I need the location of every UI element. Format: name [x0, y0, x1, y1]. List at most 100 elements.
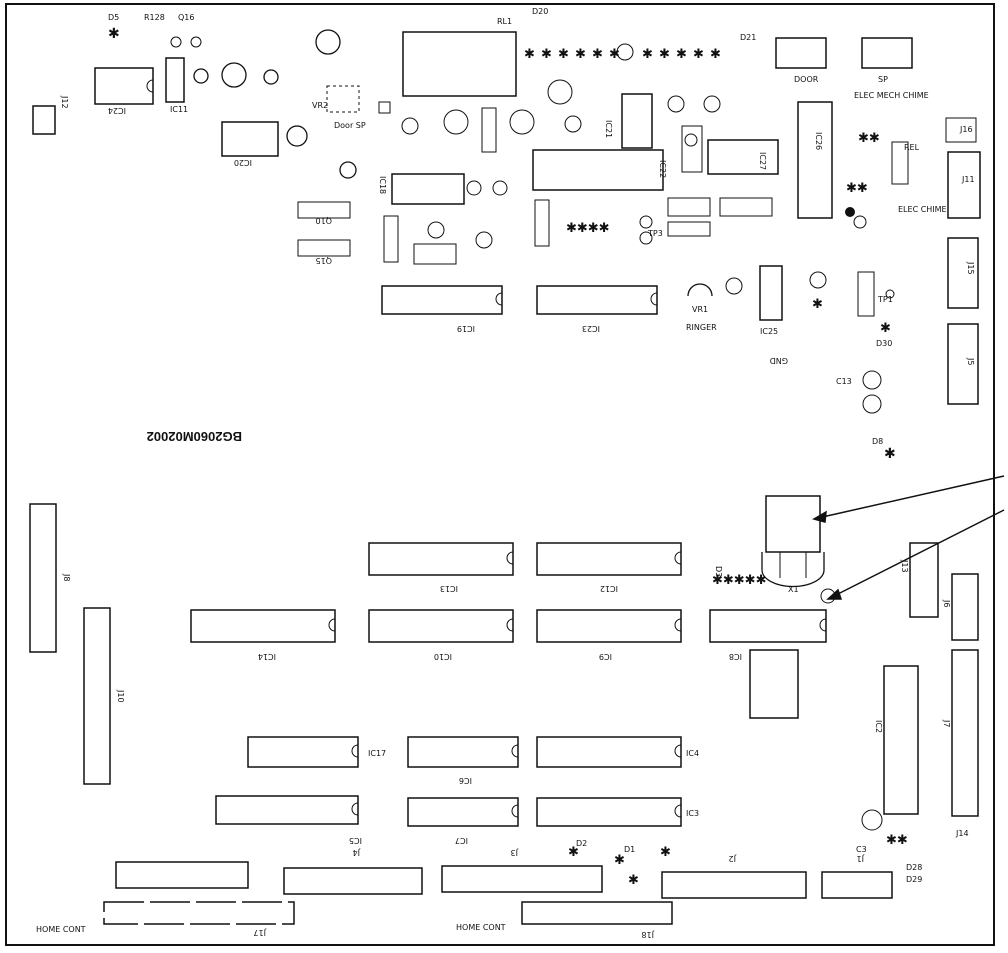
j13-label: J13 — [900, 559, 909, 573]
j6-label: J6 — [942, 599, 951, 607]
j10-label: J10 — [116, 689, 125, 703]
rel-label: REL — [904, 143, 920, 152]
ic13-label: IC13 — [440, 584, 458, 593]
rl1-relay: RL1 — [402, 17, 517, 97]
j2-connector: J2 — [661, 854, 807, 899]
ic20-label: IC20 — [234, 158, 252, 167]
ic8-label: IC8 — [729, 652, 742, 661]
door-label: DOOR — [794, 75, 819, 84]
j4-label: J4 — [353, 848, 361, 857]
q16-label: Q16 — [178, 13, 194, 22]
j3-connector: J3 — [441, 848, 603, 893]
j18-connector: J18 — [521, 901, 673, 939]
j18-label: J18 — [641, 930, 655, 939]
ic22-label: IC22 — [658, 160, 667, 178]
ringer-label: RINGER — [686, 323, 717, 332]
ic23-chip: IC23 — [536, 285, 658, 333]
ic8-chip: IC8 — [709, 609, 827, 661]
svg-text:✱✱: ✱✱ — [846, 181, 868, 196]
ic25-chip: IC25 — [759, 265, 783, 336]
vr1-label: VR1 — [692, 305, 708, 314]
d29-label: D29 — [906, 875, 922, 884]
ic21-label: IC21 — [604, 120, 613, 138]
j13-connector: J13 — [900, 542, 939, 618]
j8-connector: J8 — [29, 503, 71, 653]
ic13-chip: IC13 — [368, 542, 514, 593]
j7-connector: J7 — [942, 649, 979, 817]
j11-label: J11 — [961, 175, 975, 184]
ic19-chip: IC19 — [381, 285, 503, 333]
r128-label: R128 — [144, 13, 165, 22]
svg-text:✱✱✱✱✱: ✱✱✱✱✱ — [712, 573, 766, 588]
ic11-label: IC11 — [170, 105, 188, 114]
tp3-label: TP3 — [647, 229, 663, 238]
d8-label: D8 — [872, 437, 883, 446]
j5-label: J5 — [966, 357, 975, 365]
svg-text:✱: ✱ — [642, 47, 653, 62]
ic2-label: IC2 — [874, 720, 883, 733]
svg-text:✱: ✱ — [880, 321, 891, 336]
ic9-chip: IC9 — [536, 609, 682, 661]
svg-text:✱: ✱ — [558, 47, 569, 62]
ic6-label: IC6 — [459, 776, 472, 785]
d3-label: D3 — [714, 566, 723, 577]
svg-text:✱: ✱ — [812, 297, 823, 312]
ic11-chip: IC11 — [165, 57, 188, 114]
d30-label: D30 — [876, 339, 892, 348]
ic21-chip: IC21 — [532, 120, 664, 191]
gnd-label: GND — [770, 356, 788, 365]
ic20-chip: IC20 — [221, 121, 279, 167]
svg-text:✱: ✱ — [614, 853, 625, 868]
svg-text:✱: ✱ — [575, 47, 586, 62]
svg-text:✱: ✱ — [660, 845, 671, 860]
ic3-chip: IC3 — [536, 797, 699, 827]
ic18-chip: IC18 — [378, 173, 465, 205]
sp-label: SP — [878, 75, 888, 84]
board-outline — [5, 3, 995, 946]
ic4-chip: IC4 — [536, 736, 699, 768]
ic2-chip: IC2 — [874, 665, 919, 815]
svg-text:✱: ✱ — [524, 47, 535, 62]
tp1-label: TP1 — [877, 295, 893, 304]
j15-connector: J15 — [947, 237, 979, 309]
j8-label: J8 — [62, 573, 71, 581]
board-id-label: BG2060M02002 — [147, 429, 242, 444]
ic12-label: IC12 — [600, 584, 618, 593]
svg-text:✱✱: ✱✱ — [886, 833, 908, 848]
j4-connector: J4 — [283, 848, 423, 895]
diode-row-top: ✱✱✱ ✱✱✱ ✱✱✱ ✱✱ — [524, 47, 721, 62]
svg-text:✱: ✱ — [676, 47, 687, 62]
q10-label: Q10 — [316, 216, 332, 225]
ic10-label: IC10 — [434, 652, 452, 661]
j16-label: J16 — [959, 125, 973, 134]
svg-text:✱✱✱✱: ✱✱✱✱ — [566, 221, 610, 236]
svg-text:✱✱: ✱✱ — [858, 131, 880, 146]
rl1-label: RL1 — [497, 17, 512, 26]
door-sp-label: Door SP — [334, 121, 366, 130]
ic4-label: IC4 — [686, 749, 699, 758]
svg-text:✱: ✱ — [541, 47, 552, 62]
ic5-label: IC5 — [349, 836, 362, 845]
svg-text:✱: ✱ — [884, 446, 896, 462]
ic27-chip: IC27 — [707, 139, 779, 175]
door-sp-connectors: DOOR SP — [775, 37, 913, 84]
svg-text:✱: ✱ — [710, 47, 721, 62]
x1-label: X1 — [788, 585, 799, 594]
j1-connector: J1 — [821, 854, 893, 899]
vr2-label: VR2 — [312, 101, 328, 110]
svg-text:✱: ✱ — [609, 47, 620, 62]
j2-label: J2 — [729, 854, 737, 863]
d28-label: D28 — [906, 863, 922, 872]
elec-mech-chime-label: ELEC MECH CHIME — [854, 91, 929, 100]
j16-bottom-connector — [115, 861, 249, 889]
d2-label: D2 — [576, 839, 587, 848]
ic14-label: IC14 — [258, 652, 276, 661]
j12-connector: J12 — [32, 95, 69, 135]
ic18-label: IC18 — [378, 176, 387, 194]
d21-label: D21 — [740, 33, 756, 42]
j3-label: J3 — [511, 848, 519, 857]
ic23-label: IC23 — [582, 324, 600, 333]
ic17-chip: IC17 — [247, 736, 386, 768]
